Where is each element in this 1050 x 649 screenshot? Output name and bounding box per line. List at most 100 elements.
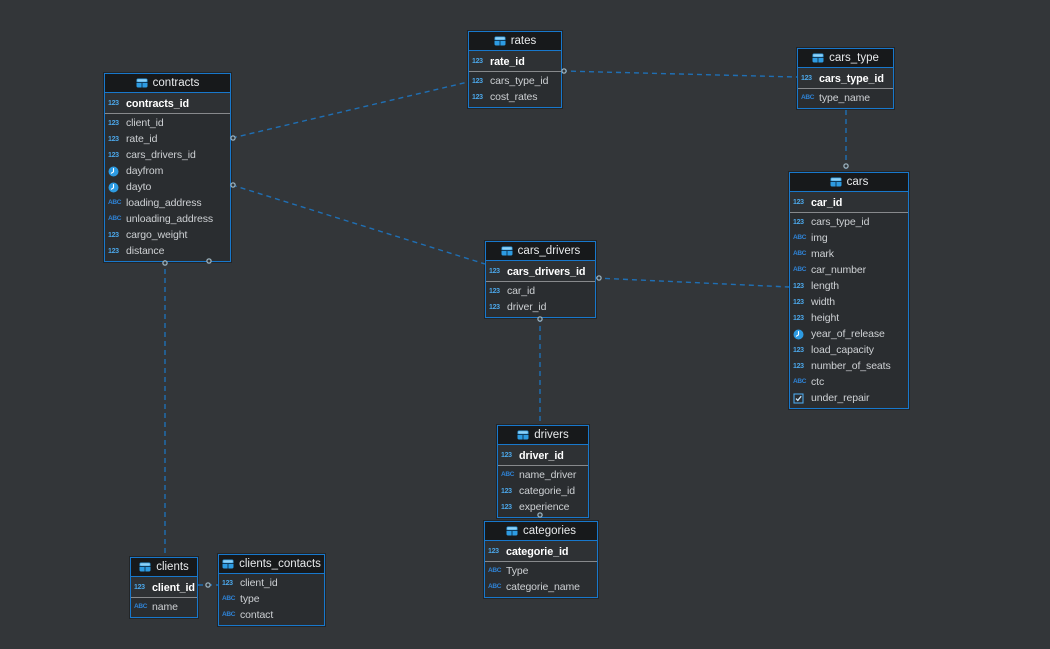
pk-column-name: cars_type_id [819,72,884,85]
table-header[interactable]: rates [469,32,561,51]
numeric-type-icon: 123 [472,58,483,65]
numeric-type-icon: 123 [108,231,119,239]
column-row[interactable]: dayto [105,179,230,195]
relation-line-cars_drivers-cars[interactable] [595,277,790,288]
pk-column-name: rate_id [490,55,525,68]
numeric-type-icon: 123 [801,75,812,82]
table-icon [136,78,148,88]
column-row[interactable]: ABC contact [219,607,324,623]
column-row[interactable]: dayfrom [105,163,230,179]
numeric-type-icon: 123 [793,298,804,306]
table-header[interactable]: clients_contacts [219,555,324,574]
column-name: loading_address [126,197,202,209]
table-title: clients [156,561,189,573]
column-name: ctc [811,376,825,388]
column-name: year_of_release [811,328,885,340]
column-name: contact [240,609,274,621]
pk-column-row[interactable]: 123 rate_id [469,53,561,70]
relation-line-contracts-rates[interactable] [231,81,469,139]
text-type-icon: ABC [793,249,807,257]
relation-line-rates-cars_type[interactable] [561,70,798,78]
relation-anchor-dot [596,275,602,281]
relation-line-contracts-cars_drivers[interactable] [231,184,486,265]
table-title: cars [846,176,869,188]
column-row[interactable]: under_repair [790,390,908,406]
numeric-type-icon: 123 [501,503,512,511]
table-header[interactable]: categories [485,522,597,541]
table-title: categories [522,525,577,537]
column-row[interactable]: year_of_release [790,326,908,342]
table-icon [830,177,842,187]
column-name: dayto [126,181,152,193]
numeric-type-icon: 123 [793,362,804,370]
table-header[interactable]: cars_type [798,49,893,68]
numeric-type-icon: 123 [222,579,233,587]
pk-column-name: cars_drivers_id [507,265,586,278]
relation-anchor-dot [205,582,211,588]
column-name: height [811,312,840,324]
text-type-icon: ABC [222,610,236,618]
table-header[interactable]: contracts [105,74,230,93]
table-header[interactable]: clients [131,558,197,577]
column-name: cost_rates [490,91,538,103]
table-icon [506,526,518,536]
table-header[interactable]: drivers [498,426,588,445]
table-header[interactable]: cars_drivers [486,242,595,261]
numeric-type-icon: 123 [108,151,119,159]
table-title: drivers [534,429,569,441]
pk-column-row[interactable]: 123 cars_type_id [798,70,893,87]
numeric-type-icon: 123 [489,303,500,311]
table-header[interactable]: cars [790,173,908,192]
